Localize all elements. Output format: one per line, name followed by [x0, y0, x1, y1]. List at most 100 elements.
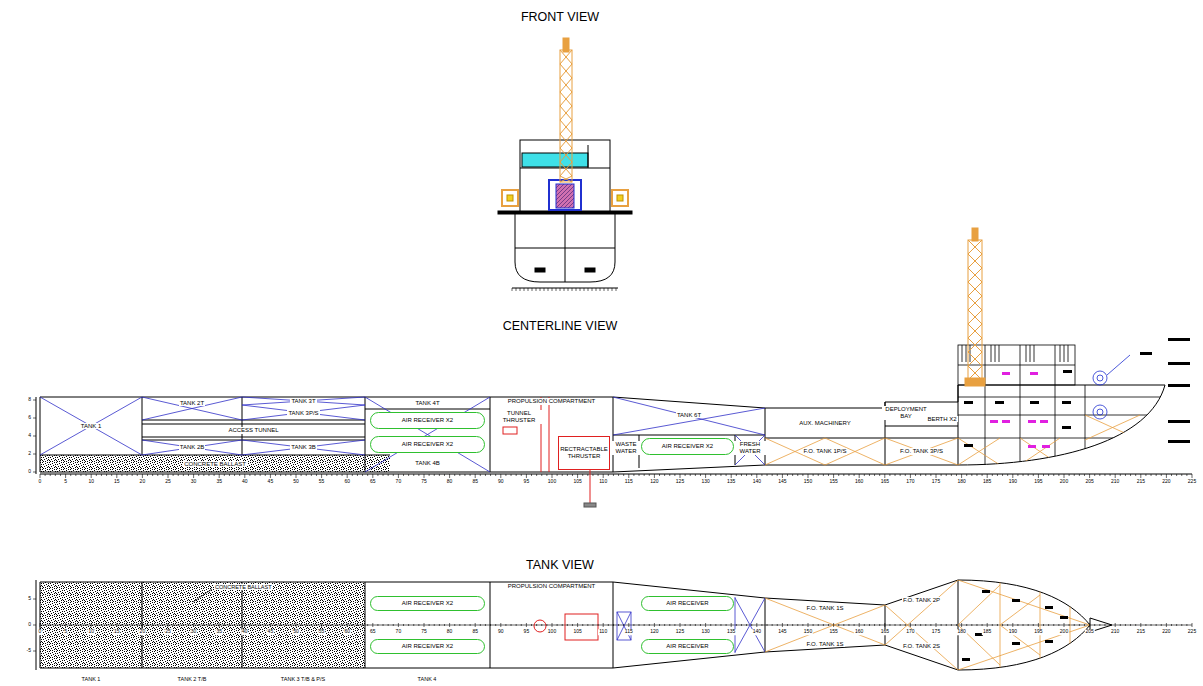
scale-ticks — [33, 288, 1192, 651]
axis-number: 140 — [752, 629, 762, 635]
compartment-label: F.O. TANK 2S — [902, 643, 941, 650]
scale-ticks — [1038, 623, 1039, 627]
scale-ticks — [726, 624, 727, 626]
fuel-tank-lines — [885, 438, 958, 465]
thruster-symbol — [590, 470, 591, 505]
axis-number: 190 — [1008, 629, 1018, 635]
compartment-box: WASTE WATER — [611, 437, 641, 459]
scale-ticks — [347, 474, 348, 478]
compartment-box: F.O. TANK 1S — [765, 639, 885, 649]
axis-number: 195 — [1033, 629, 1043, 635]
scale-ticks — [511, 624, 512, 626]
axis-number: 0 — [38, 629, 43, 635]
tank-plan-outline — [193, 589, 212, 602]
scale-ticks — [224, 474, 225, 476]
compartment-label: TANK 1 — [80, 423, 103, 430]
scale-ticks — [439, 474, 440, 476]
scale-ticks — [459, 624, 460, 626]
scale-ticks — [951, 624, 952, 626]
compartment-label: TANK 3T — [290, 398, 316, 405]
scale-ticks — [1084, 474, 1085, 476]
thruster-symbol — [541, 397, 542, 472]
scale-ticks — [1110, 624, 1111, 626]
scale-ticks — [669, 474, 670, 476]
axis-number: 30 — [190, 479, 198, 485]
tank-division-lines — [142, 440, 242, 455]
scale-ticks — [546, 474, 547, 476]
scale-ticks — [249, 474, 250, 476]
scale-ticks — [884, 474, 885, 478]
scale-ticks — [80, 474, 81, 476]
axis-number: 35 — [215, 479, 223, 485]
scale-ticks — [833, 623, 834, 627]
scale-ticks — [480, 624, 481, 626]
scale-ticks — [383, 474, 384, 476]
crane-mast — [560, 50, 572, 182]
axis-number: 100 — [547, 629, 557, 635]
bow-equipment — [1045, 606, 1053, 609]
scale-ticks — [889, 624, 890, 626]
scale-ticks — [674, 474, 675, 476]
scale-ticks — [603, 474, 604, 478]
scale-ticks — [623, 474, 624, 476]
scale-ticks — [219, 474, 220, 478]
scale-ticks — [1171, 474, 1172, 476]
scale-ticks — [490, 474, 491, 476]
scale-ticks — [915, 624, 916, 626]
bow-equipment — [1168, 362, 1190, 365]
bow-equipment — [962, 590, 1068, 661]
compartment-label: TANK 4T — [414, 400, 440, 407]
scale-ticks — [142, 623, 143, 627]
scale-ticks — [521, 474, 522, 476]
scale-ticks — [342, 624, 343, 626]
scale-ticks — [1161, 474, 1162, 476]
scale-ticks — [1115, 474, 1116, 478]
scale-ticks — [301, 624, 302, 626]
scale-ticks — [560, 288, 561, 291]
scale-ticks — [528, 288, 529, 291]
scale-ticks — [731, 623, 732, 627]
axis-number: 195 — [1033, 479, 1043, 485]
scale-ticks — [454, 624, 455, 626]
scale-ticks — [526, 474, 527, 478]
crane-mast — [965, 228, 985, 386]
tank-division-lines — [40, 397, 142, 455]
compartment-label: ACCESS TUNNEL — [227, 427, 279, 434]
axis-number: 160 — [854, 479, 864, 485]
scale-ticks — [930, 624, 931, 626]
scale-ticks — [1094, 624, 1095, 626]
scale-ticks — [101, 474, 102, 476]
scale-ticks — [1104, 474, 1105, 476]
scale-ticks — [311, 474, 312, 476]
scale-ticks — [101, 624, 102, 626]
scale-ticks — [1048, 474, 1049, 476]
axis-number: 220 — [1161, 629, 1171, 635]
scale-ticks — [564, 288, 565, 291]
scale-ticks — [336, 624, 337, 626]
scale-ticks — [1084, 624, 1085, 626]
tank-plan-divisions — [617, 612, 631, 640]
scale-ticks — [1151, 474, 1152, 476]
scale-ticks — [987, 474, 988, 478]
scale-ticks — [239, 624, 240, 626]
scale-ticks — [1033, 624, 1034, 626]
bow-fittings — [1030, 372, 1038, 375]
scale-ticks — [828, 474, 829, 476]
scale-ticks — [270, 474, 271, 478]
scale-ticks — [1125, 624, 1126, 626]
scale-ticks — [229, 474, 230, 476]
scale-ticks — [598, 474, 599, 476]
scale-ticks — [475, 623, 476, 627]
scale-ticks — [1099, 624, 1100, 626]
axis-number: 40 — [241, 629, 249, 635]
compartment-label: F.O. TANK 1P/S — [803, 448, 848, 455]
scale-ticks — [854, 474, 855, 476]
scale-ticks — [362, 624, 363, 626]
thruster-symbol — [584, 503, 596, 507]
scale-ticks — [997, 624, 998, 626]
compartment-box: DEPLOYMENT BAY — [882, 403, 930, 423]
compartment-label: TANK 6T — [676, 412, 702, 419]
axis-number: 200 — [1059, 629, 1069, 635]
thruster-symbol — [565, 614, 598, 640]
scale-ticks — [285, 624, 286, 626]
